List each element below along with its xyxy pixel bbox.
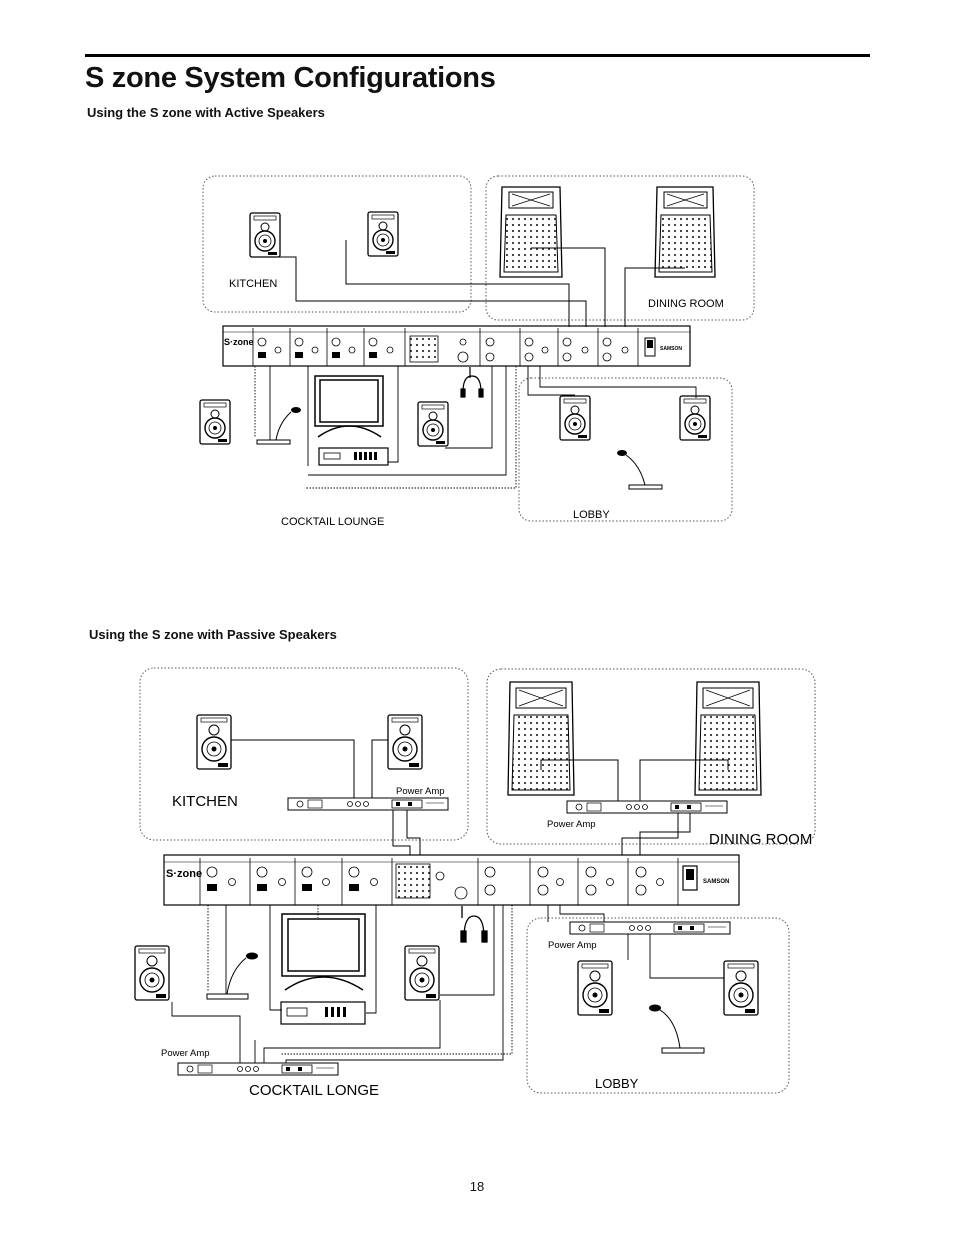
zone-label-kitchen: KITCHEN xyxy=(229,278,277,290)
tv-monitor-icon xyxy=(281,913,366,991)
kitchen-zone xyxy=(139,667,469,841)
dining-room-zone xyxy=(486,668,816,845)
mixer-brand: SAMSON xyxy=(703,879,729,885)
kitchen-zone xyxy=(202,175,472,313)
pa-speaker-icon xyxy=(694,681,762,796)
power-amp-icon xyxy=(177,1062,339,1076)
mixer-logo: S·zone xyxy=(224,337,254,347)
speaker-icon xyxy=(559,395,591,441)
cable xyxy=(254,366,517,489)
section-heading-active: Using the S zone with Active Speakers xyxy=(87,105,325,120)
speaker-icon xyxy=(367,211,399,257)
page-number: 18 xyxy=(469,1179,485,1194)
power-amp-icon xyxy=(287,797,449,811)
speaker-icon xyxy=(577,960,613,1016)
headphones-icon xyxy=(460,367,484,398)
microphone-icon xyxy=(649,1004,705,1054)
headphones-icon xyxy=(460,906,488,943)
power-amp-icon xyxy=(566,800,728,814)
section-heading-passive: Using the S zone with Passive Speakers xyxy=(89,627,337,642)
lobby-zone xyxy=(526,917,790,1094)
power-amp-label: Power Amp xyxy=(547,819,596,830)
power-amp-label: Power Amp xyxy=(548,940,597,951)
speaker-icon xyxy=(723,960,759,1016)
zone-label-dining-room: DINING ROOM xyxy=(709,831,812,848)
zone-label-lobby: LOBBY xyxy=(595,1076,639,1091)
speaker-icon xyxy=(196,714,232,770)
tv-monitor-icon xyxy=(314,375,384,438)
microphone-icon xyxy=(206,952,258,1000)
pa-speaker-icon xyxy=(507,681,575,796)
speaker-icon xyxy=(134,945,170,1001)
pa-speaker-icon xyxy=(499,186,563,278)
microphone-icon xyxy=(617,450,663,490)
cable xyxy=(527,366,697,398)
zone-label-cocktail-lounge: COCKTAIL LOUNGE xyxy=(281,516,384,528)
passive-speakers-diagram: KITCHEN Power Amp Power Amp DINING ROOM … xyxy=(134,667,816,1099)
s-zone-mixer: S·zone SAMSON xyxy=(163,854,740,906)
zone-label-cocktail-lounge: COCKTAIL LONGE xyxy=(249,1082,379,1099)
power-amp-label: Power Amp xyxy=(396,786,445,797)
active-speakers-diagram: KITCHEN DINING ROOM S·zone xyxy=(199,175,755,528)
s-zone-mixer: S·zone SAMSON xyxy=(222,325,691,367)
receiver-icon xyxy=(318,447,389,466)
zone-label-dining-room: DINING ROOM xyxy=(648,298,724,310)
page-title: S zone System Configurations xyxy=(85,62,496,94)
microphone-icon xyxy=(256,407,301,445)
power-amp-icon xyxy=(569,921,731,935)
speaker-icon xyxy=(249,212,281,258)
title-rule xyxy=(85,54,870,57)
speaker-icon xyxy=(417,401,449,447)
speaker-icon xyxy=(387,714,423,770)
speaker-icon xyxy=(404,945,440,1001)
cable xyxy=(171,905,513,1063)
lobby-zone xyxy=(518,377,733,522)
speaker-icon xyxy=(199,399,231,445)
zone-label-kitchen: KITCHEN xyxy=(172,793,238,810)
zone-label-lobby: LOBBY xyxy=(573,509,610,521)
speaker-icon xyxy=(679,395,711,441)
cable xyxy=(231,739,729,856)
mixer-brand: SAMSON xyxy=(660,346,682,352)
pa-speaker-icon xyxy=(654,186,716,278)
dining-room-zone xyxy=(485,175,755,321)
mixer-logo: S·zone xyxy=(166,868,202,880)
receiver-icon xyxy=(280,1001,366,1025)
cable xyxy=(270,240,685,327)
power-amp-label: Power Amp xyxy=(161,1048,210,1059)
cable xyxy=(547,905,724,979)
